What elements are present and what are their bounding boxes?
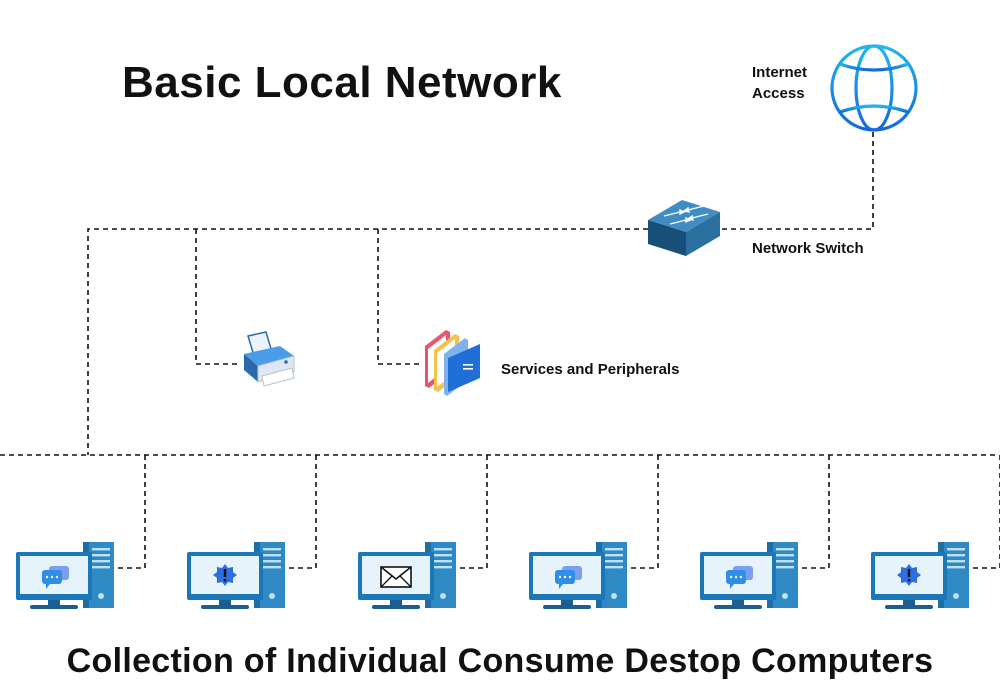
- alert-badge-icon: [213, 564, 237, 586]
- computer-drop-line: [627, 455, 659, 569]
- switch-trunk-line: [87, 228, 648, 455]
- footer-caption: Collection of Individual Consume Destop …: [66, 642, 934, 680]
- desktop-computer-icon: [529, 542, 627, 609]
- internet-label-line1: Internet: [752, 64, 808, 81]
- chat-bubble-icon: [726, 566, 753, 589]
- printer-drop-line: [195, 229, 240, 365]
- computer-drop-line: [285, 455, 317, 569]
- computer-drop-line: [798, 455, 830, 569]
- alert-badge-icon: [897, 564, 921, 586]
- internet-access-label: Internet Access: [752, 62, 807, 104]
- globe-icon: [830, 44, 918, 132]
- network-switch-label: Network Switch: [752, 240, 864, 257]
- desktop-computer-icon: [871, 542, 969, 609]
- printer-icon: [244, 331, 295, 387]
- chat-bubble-icon: [555, 566, 582, 589]
- chat-bubble-icon: [42, 566, 69, 589]
- services-label: Services and Peripherals: [501, 361, 680, 378]
- computer-drop-line: [456, 455, 488, 569]
- internet-to-switch-line: [718, 132, 874, 230]
- services-drop-line: [377, 229, 422, 365]
- page-title: Basic Local Network: [122, 58, 562, 107]
- desktop-computer-icon: [187, 542, 285, 609]
- desktop-computer-icon: [358, 542, 456, 609]
- desktop-computer-icon: [700, 542, 798, 609]
- network-switch-icon: [648, 200, 720, 256]
- computer-drop-lines: [114, 455, 1000, 569]
- computer-drop-line: [969, 455, 1000, 569]
- computers-group: [16, 542, 969, 609]
- desktop-computer-icon: [16, 542, 114, 609]
- computer-drop-line: [114, 455, 146, 569]
- file-folders-icon: [425, 330, 480, 396]
- connection-lines: [0, 132, 1000, 569]
- internet-label-line2: Access: [752, 85, 805, 102]
- envelope-icon: [380, 566, 412, 588]
